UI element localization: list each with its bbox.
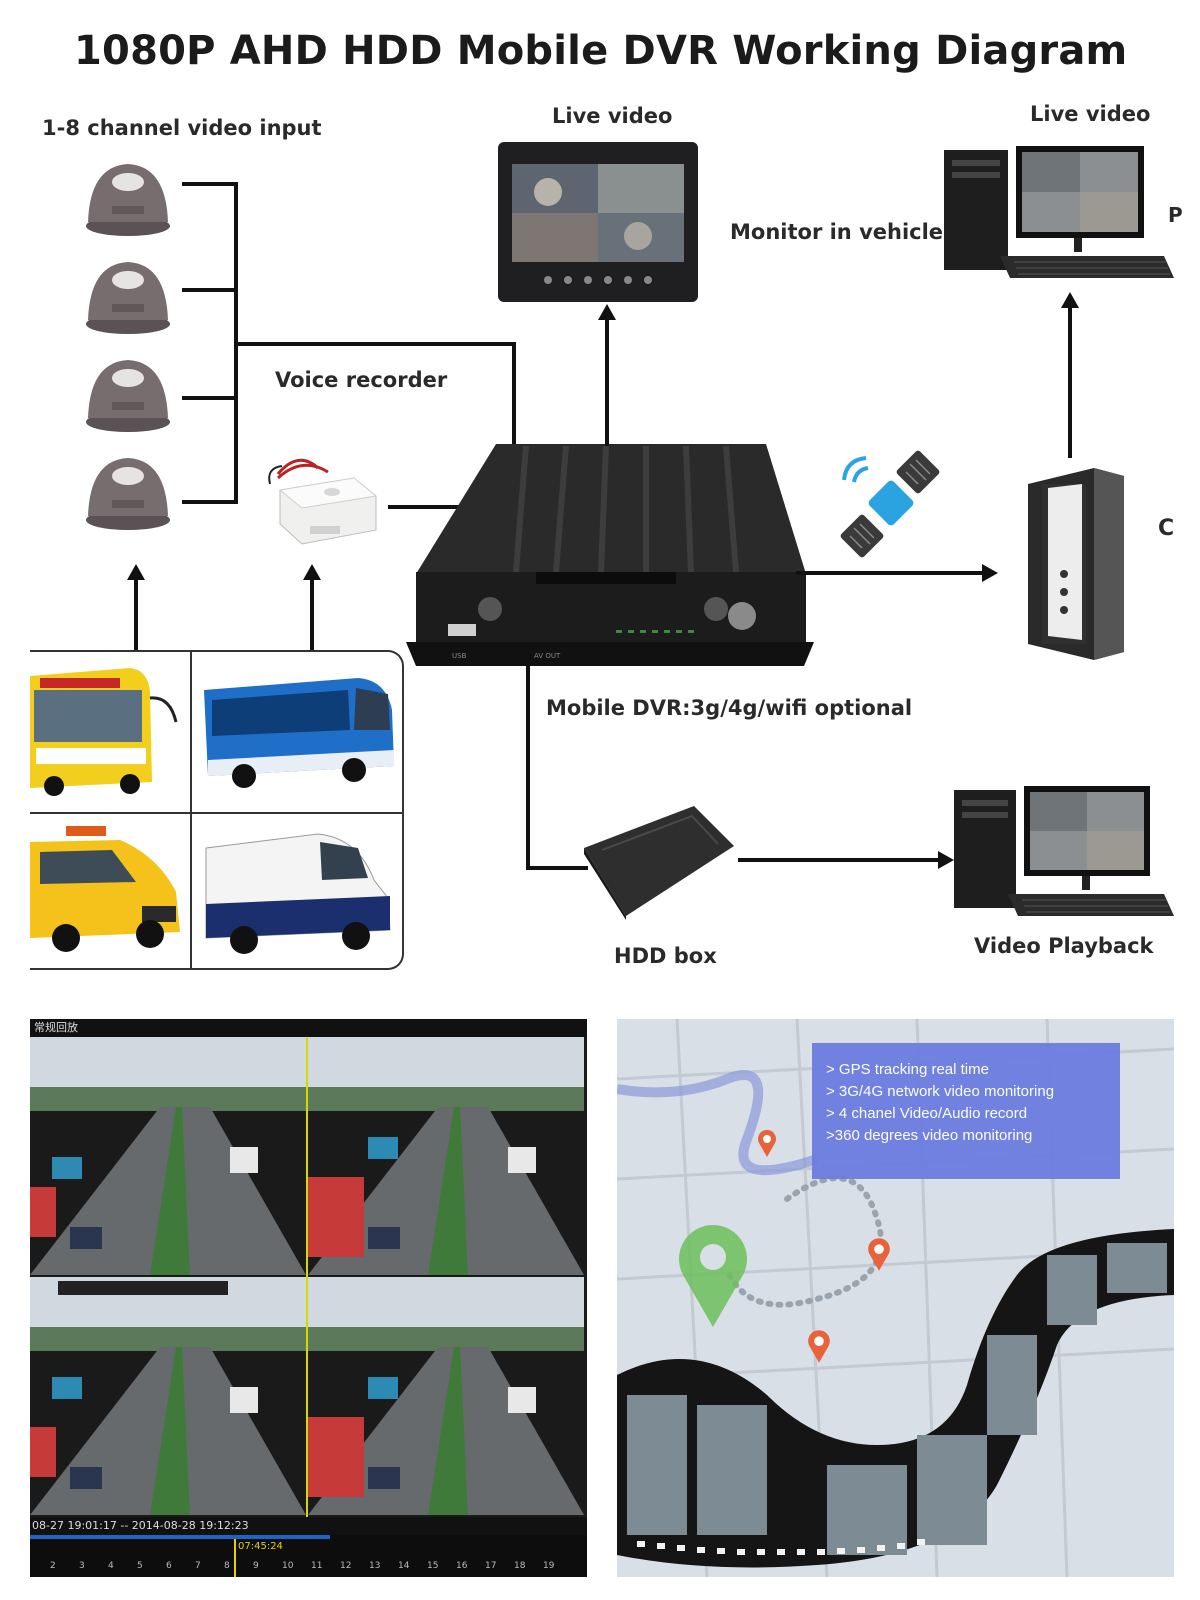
server-tower-icon: [1028, 468, 1124, 660]
connector-line: [526, 664, 530, 870]
map-marker-icon: [808, 1330, 830, 1363]
connector-line: [182, 396, 238, 400]
dome-camera-icon: [86, 458, 170, 530]
film-strip-graphic: [617, 1229, 1174, 1568]
timeline-hour-label: 10: [282, 1561, 294, 1571]
armored-van-icon: [205, 833, 391, 954]
playback-video-tile[interactable]: [308, 1277, 584, 1515]
feature-item: > 3G/4G network video monitoring: [826, 1083, 1055, 1100]
live-video-monitor-label: Live video: [552, 104, 673, 128]
live-video-pc-label: Live video: [1030, 102, 1151, 126]
arrow-up-icon: [1061, 292, 1079, 308]
connector-line: [1068, 306, 1072, 458]
timeline-hour-label: 15: [427, 1561, 439, 1571]
arrow-up-icon: [303, 564, 321, 580]
timeline-hour-label: 4: [108, 1561, 114, 1571]
vehicle-type-grid: [30, 650, 404, 970]
mobile-dvr-label: Mobile DVR:3g/4g/wifi optional: [546, 696, 913, 720]
city-bus-icon: [30, 668, 178, 796]
gps-features-panel: > GPS tracking real time > 3G/4G network…: [617, 1019, 1174, 1577]
playback-video-tile[interactable]: [30, 1277, 306, 1515]
arrow-right-icon: [982, 564, 998, 582]
playback-timeline[interactable]: 07:45:24 2 3 4 5 6 7 8 9 10 11 12 13 14 15 16 17 18 19: [30, 1535, 587, 1577]
dome-camera-icon: [86, 164, 170, 236]
edge-letter-c: C: [1158, 516, 1175, 541]
connector-line: [388, 505, 470, 509]
timeline-hour-label: 8: [224, 1561, 230, 1571]
arrow-up-icon: [127, 564, 145, 580]
playback-screen-panel: 常规回放 08-27 19:01:17 -- 2014-08-28 19:12:…: [30, 1019, 587, 1577]
map-marker-icon: [868, 1238, 890, 1271]
timeline-hour-label: 6: [166, 1561, 172, 1571]
timeline-hour-label: 12: [340, 1561, 352, 1571]
timeline-cursor-time: 07:45:24: [238, 1541, 283, 1552]
timeline-cursor[interactable]: [234, 1539, 236, 1577]
satellite-icon: [840, 450, 940, 558]
timeline-hour-label: 14: [398, 1561, 410, 1571]
timeline-hour-label: 2: [50, 1561, 56, 1571]
playback-video-tile[interactable]: [30, 1037, 306, 1275]
feature-list-box: > GPS tracking real time > 3G/4G network…: [812, 1043, 1120, 1179]
connector-line: [182, 288, 238, 292]
dvr-av-out-label: AV OUT: [534, 652, 561, 660]
connector-line: [738, 858, 940, 862]
timeline-hour-label: 17: [485, 1561, 497, 1571]
playback-time-range: 08-27 19:01:17 -- 2014-08-28 19:12:23: [30, 1517, 587, 1535]
feature-item: > 4 chanel Video/Audio record: [826, 1105, 1028, 1122]
desktop-pc-icon: [944, 146, 1174, 278]
playback-header: 常规回放: [30, 1019, 587, 1037]
connector-line: [182, 182, 238, 186]
mobile-dvr-device: [406, 444, 814, 666]
connector-line: [134, 578, 138, 652]
timeline-hour-label: 19: [543, 1561, 555, 1571]
voice-recorder-label: Voice recorder: [275, 368, 448, 392]
dvr-usb-port-label: USB: [452, 652, 467, 660]
timeline-hour-label: 16: [456, 1561, 468, 1571]
monitor-in-vehicle-label: Monitor in vehicle: [730, 220, 944, 244]
coach-bus-icon: [204, 678, 394, 788]
voice-recorder-icon: [268, 458, 378, 545]
video-playback-label: Video Playback: [974, 934, 1154, 958]
connector-line: [182, 500, 238, 504]
video-input-label: 1-8 channel video input: [42, 116, 322, 140]
hdd-box-icon: [584, 806, 734, 920]
connector-line: [234, 342, 516, 346]
diagram-title: 1080P AHD HDD Mobile DVR Working Diagram: [74, 28, 1128, 74]
connector-line: [605, 318, 609, 446]
feature-item: > GPS tracking real time: [826, 1061, 989, 1078]
timeline-hour-label: 5: [137, 1561, 143, 1571]
connector-line: [796, 571, 984, 575]
edge-letter-p-top: P: [1168, 203, 1183, 227]
map-pin-icon: [679, 1225, 747, 1327]
vehicle-monitor-icon: [498, 142, 698, 302]
school-van-icon: [30, 826, 180, 952]
feature-item: >360 degrees video monitoring: [826, 1127, 1033, 1144]
connector-line: [526, 866, 588, 870]
timeline-hour-label: 13: [369, 1561, 381, 1571]
playback-video-tile[interactable]: [308, 1037, 584, 1275]
desktop-pc-icon: [954, 786, 1174, 916]
dome-camera-icon: [86, 262, 170, 334]
map-marker-icon: [758, 1129, 776, 1157]
timeline-hour-label: 18: [514, 1561, 526, 1571]
timeline-hour-label: 11: [311, 1561, 323, 1571]
dome-camera-icon: [86, 360, 170, 432]
timeline-hour-label: 9: [253, 1561, 259, 1571]
timeline-hour-label: 7: [195, 1561, 201, 1571]
timeline-hour-label: 3: [79, 1561, 85, 1571]
hdd-box-label: HDD box: [614, 944, 717, 968]
connector-line: [310, 578, 314, 652]
arrow-right-icon: [938, 851, 954, 869]
arrow-up-icon: [598, 304, 616, 320]
connector-line: [512, 342, 516, 454]
